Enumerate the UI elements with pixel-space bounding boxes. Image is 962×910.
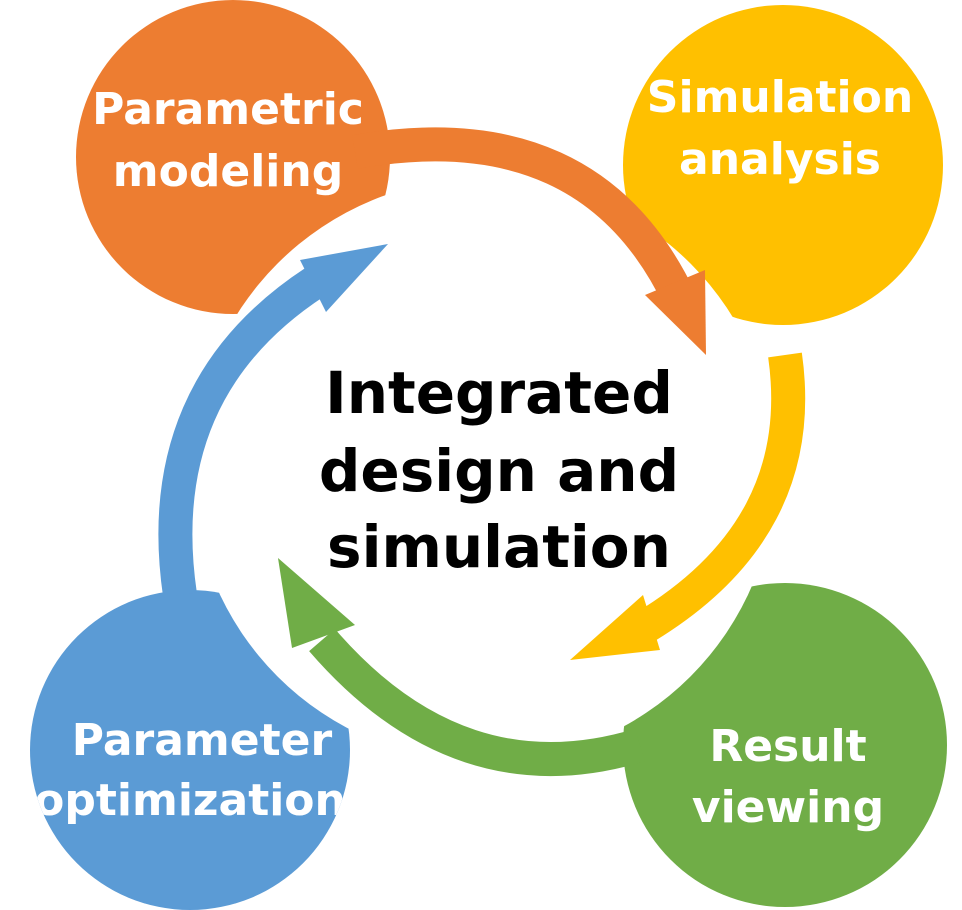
simulation-analysis-circle <box>623 5 943 325</box>
orange-arrow-shaft <box>352 127 696 308</box>
yellow-arrow-shaft <box>631 352 806 645</box>
parameter-optimization-circle <box>30 590 350 910</box>
simulation-analysis-label-line1: Simulation <box>647 72 913 123</box>
center-label-line1: Integrated <box>325 359 673 427</box>
result-viewing-label-line1: Result <box>709 721 866 772</box>
simulation-analysis-label-line2: analysis <box>679 134 881 185</box>
parameter-optimization-label-line1: Parameter <box>72 715 333 766</box>
green-arrow-shaft <box>309 628 645 777</box>
orange-arrow-head <box>645 270 706 355</box>
parametric-modeling-label-line2: modeling <box>113 146 343 197</box>
parameter-optimization-label-line2: optimization <box>34 775 346 826</box>
blue-arrow-head <box>300 244 388 312</box>
center-label-line2: design and <box>319 437 679 505</box>
parametric-modeling-label-line1: Parametric <box>92 84 364 135</box>
green-arrow-head <box>278 558 355 648</box>
result-viewing-circle <box>623 583 947 907</box>
result-viewing-label-line2: viewing <box>692 782 884 833</box>
yellow-arrow-head <box>570 595 660 660</box>
blue-arrow-shaft <box>158 267 325 598</box>
center-label-line3: simulation <box>327 513 671 581</box>
